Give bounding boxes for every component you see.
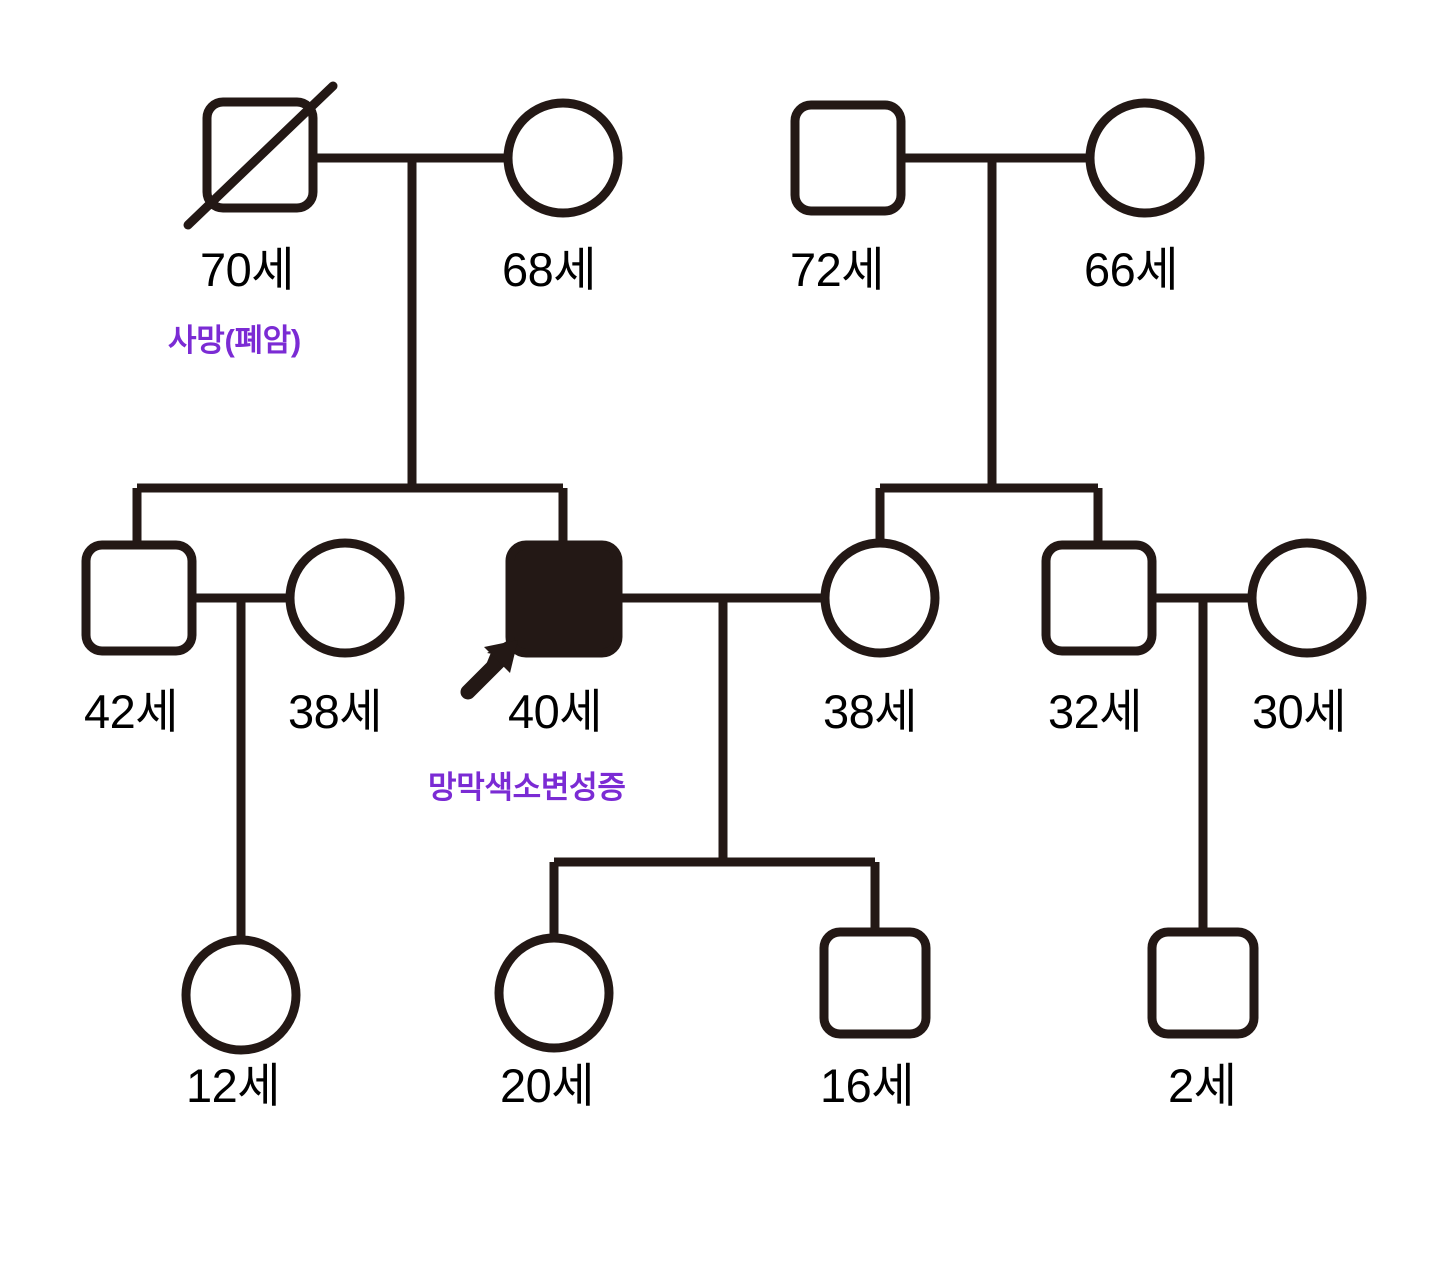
proband-arrow-shaft bbox=[460, 640, 518, 700]
symbol-female-38-right bbox=[820, 538, 940, 658]
symbol-female-12 bbox=[181, 935, 301, 1055]
symbol-male-deceased-70 bbox=[202, 97, 318, 213]
symbol-male-2 bbox=[1147, 927, 1259, 1039]
symbol-female-66 bbox=[1085, 98, 1205, 218]
symbol-female-30 bbox=[1247, 538, 1367, 658]
annotation-proband-diagnosis: 망막색소변성증 bbox=[428, 770, 626, 805]
age-label-ii-2: 38세 bbox=[288, 685, 383, 738]
symbol-male-42 bbox=[81, 540, 197, 656]
age-label-i-1: 70세 bbox=[200, 243, 295, 296]
annotation-deceased-cause: 사망(폐암) bbox=[168, 323, 301, 358]
symbol-male-affected-40-proband bbox=[505, 540, 623, 658]
age-label-iii-4: 2세 bbox=[1168, 1059, 1237, 1112]
age-label-ii-4: 38세 bbox=[823, 685, 918, 738]
age-label-ii-1: 42세 bbox=[84, 685, 179, 738]
age-label-ii-6: 30세 bbox=[1252, 685, 1347, 738]
age-label-i-4: 66세 bbox=[1084, 243, 1179, 296]
age-label-i-2: 68세 bbox=[502, 243, 597, 296]
age-label-ii-5: 32세 bbox=[1048, 685, 1143, 738]
symbol-female-38-left bbox=[285, 538, 405, 658]
age-label-iii-2: 20세 bbox=[500, 1059, 595, 1112]
age-label-iii-1: 12세 bbox=[186, 1059, 281, 1112]
symbol-male-16 bbox=[819, 927, 931, 1039]
age-label-ii-3: 40세 bbox=[508, 685, 603, 738]
age-label-i-3: 72세 bbox=[790, 243, 885, 296]
symbol-female-68 bbox=[503, 98, 623, 218]
deceased-slash-icon bbox=[183, 81, 338, 230]
symbol-female-20 bbox=[494, 933, 614, 1053]
symbol-male-72 bbox=[790, 100, 906, 216]
symbol-male-32 bbox=[1041, 540, 1157, 656]
age-label-iii-3: 16세 bbox=[820, 1059, 915, 1112]
